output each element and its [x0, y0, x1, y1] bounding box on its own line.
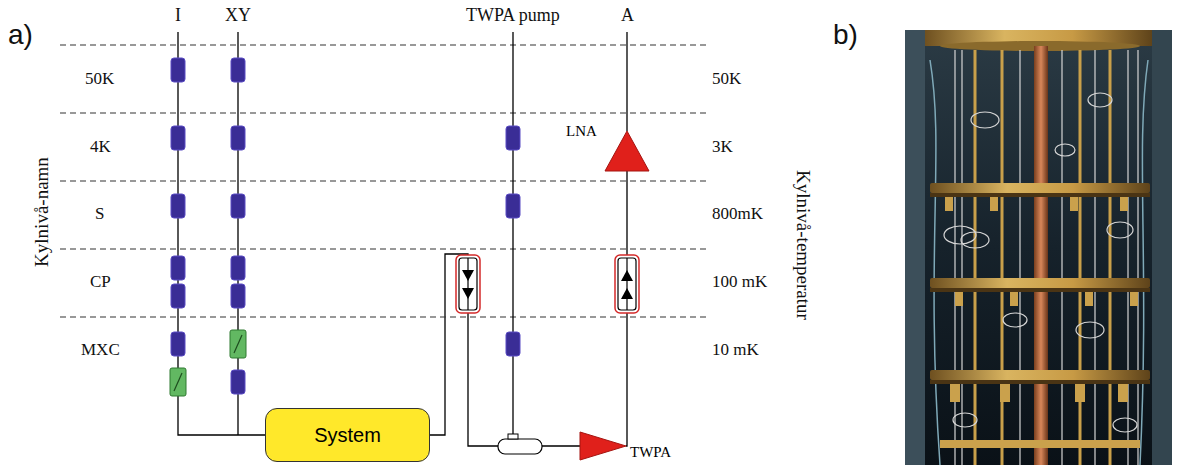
stage-name: MXC — [81, 341, 120, 360]
amplifier-shape — [580, 432, 626, 460]
filters — [170, 330, 246, 396]
attenuators — [171, 58, 520, 394]
stage-dividers — [60, 45, 710, 317]
column-header: XY — [225, 6, 251, 26]
stage-temperature: 100 mK — [712, 273, 767, 292]
amplifier-label: LNA — [566, 123, 597, 140]
stage-name: 4K — [90, 138, 111, 157]
node-text: System — [314, 424, 381, 446]
stage-temperature: 50K — [712, 70, 741, 89]
stage-temperature: 10 mK — [712, 341, 759, 360]
stage-name: CP — [90, 273, 111, 292]
coupler-symbol — [498, 434, 542, 454]
axis-label: Kylnivå-temperatur — [793, 170, 814, 320]
amplifier-outline — [605, 131, 649, 171]
amplifier-outline — [580, 432, 626, 460]
stage-name: S — [95, 205, 104, 224]
panel-label: b) — [833, 20, 858, 51]
amplifier-shape — [605, 131, 649, 171]
column-header: I — [175, 6, 181, 26]
stage-temperature: 800mK — [712, 205, 763, 224]
amplifier-label: TWPA — [630, 444, 671, 461]
panel-label: a) — [8, 20, 33, 51]
amplifier-triangle: TWPA — [580, 432, 626, 460]
axis-label: Kylnivå-namn — [32, 157, 53, 267]
isolator-symbol — [615, 255, 639, 313]
column-header: TWPA pump — [466, 6, 560, 26]
stage-temperature: 3K — [712, 138, 733, 157]
signal-line — [430, 254, 580, 446]
drive-lines — [178, 32, 627, 437]
cryostat-photo — [905, 30, 1172, 465]
signal-wire — [430, 254, 580, 446]
column-header: A — [621, 6, 634, 26]
circulator-symbol — [456, 255, 480, 313]
stage-name: 50K — [85, 70, 114, 89]
system-box: System — [265, 408, 430, 462]
amplifier-triangle: LNA — [605, 131, 649, 171]
